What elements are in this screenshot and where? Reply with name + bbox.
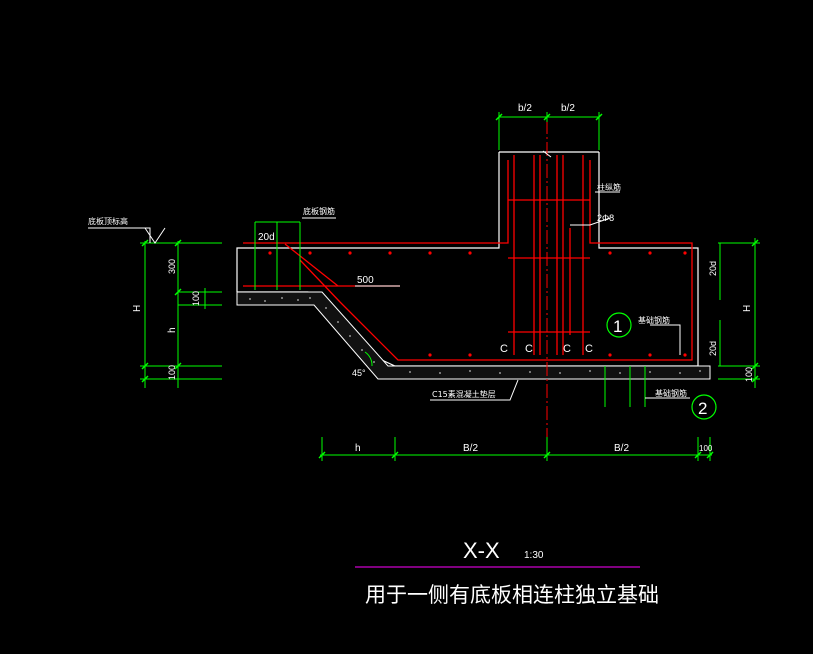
footing-main-rebar (299, 160, 693, 361)
hook-1: C (500, 343, 508, 355)
dim-20d-right-top: 20d (708, 261, 718, 276)
label-slab-rebar: 底板钢筋 (303, 206, 335, 216)
dim-h-left: h (167, 327, 178, 333)
dim-100-right-bottom: 100 (744, 367, 754, 382)
dim-H-right: H (742, 305, 753, 312)
cushion-layer (236, 291, 711, 380)
hook-2: C (525, 343, 533, 355)
drawing-caption: 用于一侧有底板相连柱独立基础 (365, 583, 659, 607)
annotation-texts: 底板顶标高 底板钢筋 柱纵筋 2Φ8 基础钢筋 基础钢筋 C15素混凝土垫层 (88, 182, 687, 399)
dim-20d-left: 20d (258, 232, 275, 243)
callout-1: 1 (606, 312, 632, 338)
title-block: X-X 1:30 用于一侧有底板相连柱独立基础 (355, 538, 659, 607)
dim-300: 300 (167, 259, 177, 274)
slope-rebar (284, 243, 339, 287)
dim-angle: 45° (352, 368, 366, 378)
column-right-and-footing-right (598, 152, 699, 366)
dim-100-left-bottom: 100 (167, 365, 177, 380)
dimension-texts: b/2 b/2 20d 500 300 100 100 h H H 20d 20… (132, 103, 754, 454)
hooks: C C C C (500, 343, 593, 355)
dim-b-half-right: b/2 (561, 103, 575, 114)
label-foundation-rebar-1: 基础钢筋 (638, 315, 670, 325)
rebar (243, 155, 693, 361)
label-cushion: C15素混凝土垫层 (432, 389, 496, 399)
label-slab-top: 底板顶标高 (88, 216, 128, 226)
hook-3: C (563, 343, 571, 355)
leaders (88, 191, 690, 401)
dim-bottom-B-half-right: B/2 (614, 443, 629, 454)
section-title: X-X (463, 538, 500, 563)
dim-bottom-100: 100 (699, 444, 713, 453)
label-stirrup: 2Φ8 (597, 213, 614, 223)
concrete-outline (236, 151, 699, 367)
rebar-dots (268, 251, 687, 357)
label-column-rebar: 柱纵筋 (597, 182, 621, 192)
section-scale: 1:30 (524, 550, 544, 561)
callout-1-number: 1 (613, 317, 622, 336)
angle-arc (364, 351, 373, 367)
dim-H-left: H (132, 305, 143, 312)
slab-top-rebar (243, 160, 509, 244)
dim-500: 500 (357, 275, 374, 286)
column-left-and-slab-top (236, 152, 500, 292)
dimension-lines (140, 112, 760, 461)
callout-2: 2 (691, 394, 717, 420)
dim-bottom-h: h (355, 443, 361, 454)
dim-100-mid: 100 (191, 291, 201, 306)
callout-2-number: 2 (698, 399, 707, 418)
dim-20d-right-bottom: 20d (708, 341, 718, 356)
dim-b-half-left: b/2 (518, 103, 532, 114)
dim-bottom-B-half-left: B/2 (463, 443, 478, 454)
hook-4: C (585, 343, 593, 355)
break-mark (542, 150, 552, 158)
dimension-ticks (141, 113, 759, 459)
label-foundation-rebar-2: 基础钢筋 (655, 388, 687, 398)
